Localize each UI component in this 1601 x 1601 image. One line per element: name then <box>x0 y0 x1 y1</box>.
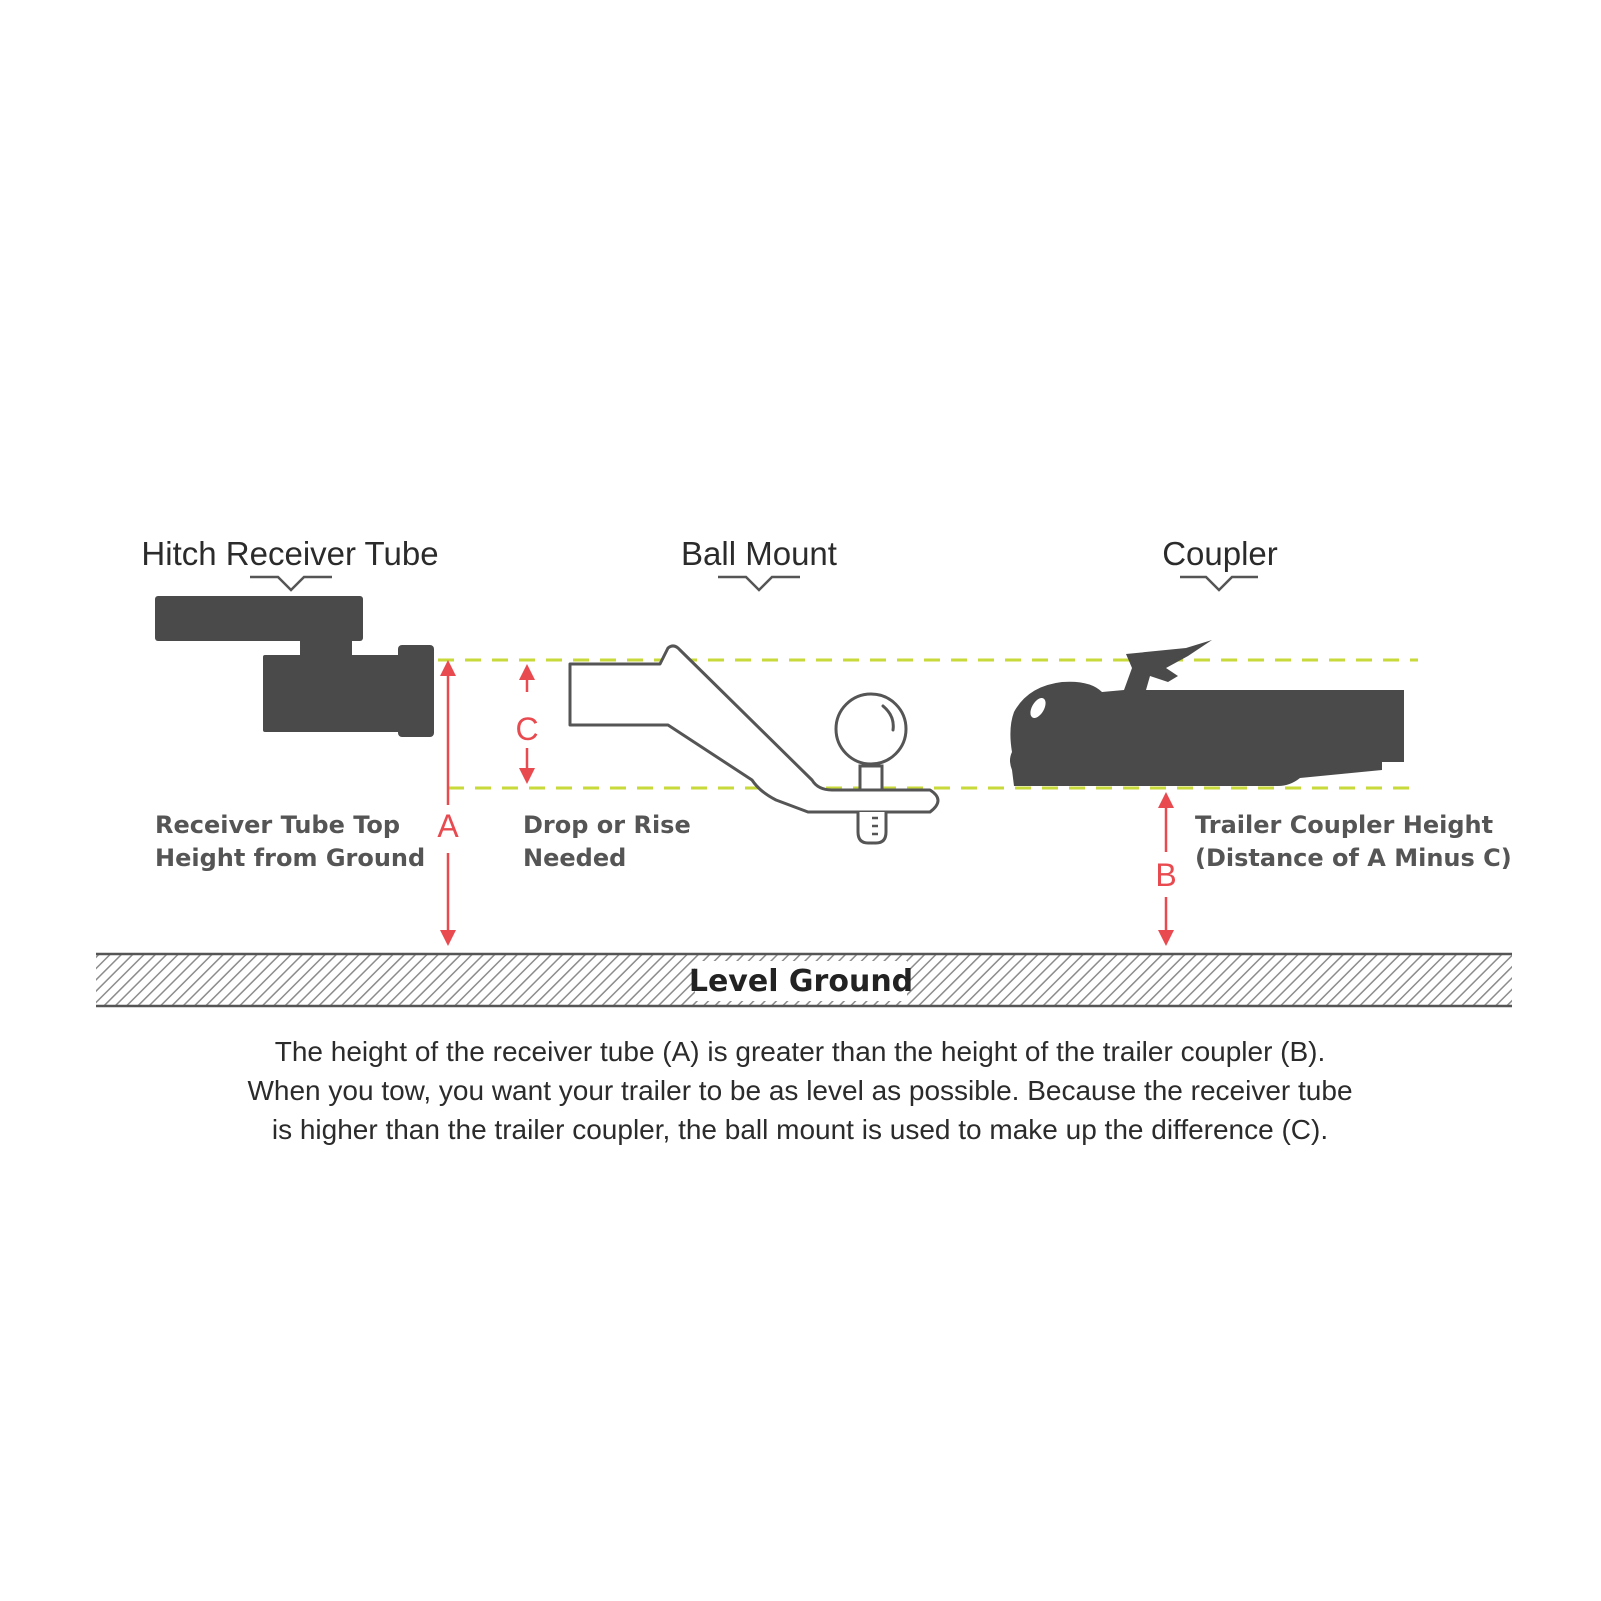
level-ground-label: Level Ground <box>689 964 913 999</box>
brace-receiver <box>250 575 332 592</box>
brace-ball-mount <box>718 575 800 592</box>
drop-label-line2: Needed <box>523 844 626 872</box>
drop-label-line1: Drop or Rise <box>523 811 691 839</box>
brace-coupler <box>1180 575 1258 592</box>
dimension-c-arrow <box>519 664 535 784</box>
heading-receiver-tube: Hitch Receiver Tube <box>141 535 438 572</box>
dimension-c-label: C <box>515 711 538 747</box>
receiver-label-line1: Receiver Tube Top <box>155 811 400 839</box>
receiver-label-line2: Height from Ground <box>155 844 425 872</box>
heading-coupler: Coupler <box>1162 535 1278 572</box>
level-ground <box>96 952 1512 1008</box>
coupler-label-line2: (Distance of A Minus C) <box>1195 844 1512 872</box>
dimension-b-label: B <box>1155 857 1176 893</box>
caption: The height of the receiver tube (A) is g… <box>100 1032 1500 1149</box>
caption-line-2: When you tow, you want your trailer to b… <box>247 1075 1353 1106</box>
coupler-shape <box>1010 640 1404 786</box>
dimension-b-arrow <box>1158 792 1174 946</box>
dimension-a-arrow <box>440 660 456 946</box>
hitch-receiver-tube-shape <box>155 596 434 737</box>
coupler-label-line1: Trailer Coupler Height <box>1195 811 1493 839</box>
ball-mount-shape <box>568 644 940 845</box>
caption-line-1: The height of the receiver tube (A) is g… <box>274 1036 1326 1067</box>
dimension-a-label: A <box>437 808 459 844</box>
heading-ball-mount: Ball Mount <box>681 535 837 572</box>
caption-line-3: is higher than the trailer coupler, the … <box>271 1114 1329 1145</box>
